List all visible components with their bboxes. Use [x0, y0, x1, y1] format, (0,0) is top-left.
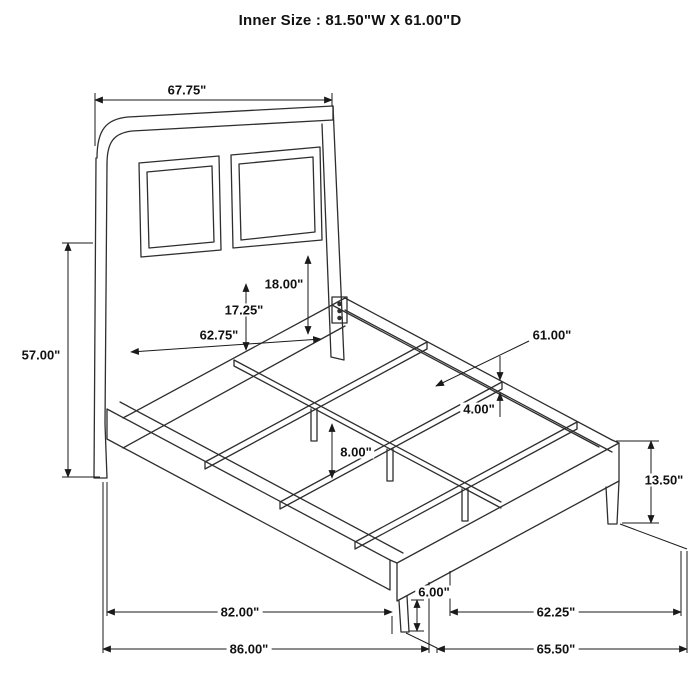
center-support-rail: [233, 359, 502, 509]
dimension-lines: [62, 93, 688, 653]
inner-size-title: Inner Size : 81.50"W X 61.00"D: [238, 12, 462, 29]
headboard: [93, 105, 345, 479]
headboard-right-stile: [321, 105, 345, 361]
headboard-right-panel-inner: [238, 156, 316, 241]
bracket-bolt: [337, 315, 342, 321]
dim-overall-width: 65.50": [533, 642, 579, 656]
extension-lines-top: [94, 93, 333, 146]
dim-footboard-height: 13.50": [641, 473, 687, 487]
dim-slat-leg-height: 8.00": [337, 445, 375, 459]
headboard-right-panel: [230, 146, 323, 249]
support-leg-3: [461, 488, 469, 522]
dim-inner-length: 82.00": [217, 605, 263, 619]
footboard-far-leg: [605, 480, 620, 525]
support-leg-1: [310, 408, 318, 442]
extension-lines-bottom-right: [680, 551, 688, 653]
near-rail-inner-edge: [119, 401, 404, 554]
head-end-rail: [122, 297, 346, 449]
dim-lower-panel-height: 17.25": [221, 303, 267, 317]
dim-footboard-leg-height: 6.00": [415, 585, 453, 599]
footboard-top-caps: [389, 439, 620, 564]
footboard-near-leg: [398, 595, 410, 633]
dim-overall-length: 86.00": [226, 642, 272, 656]
headboard-top-roll-inner: [106, 119, 334, 165]
slat-3: [354, 421, 578, 550]
headboard-top-roll: [96, 105, 334, 159]
dim-inner-depth: 61.00": [529, 328, 575, 342]
near-side-rail: [106, 408, 391, 591]
dim-headboard-width: 67.75": [164, 83, 210, 97]
dim-headboard-inner-width: 62.75": [196, 328, 242, 342]
far-side-rail: [331, 297, 613, 453]
slat-system: [204, 341, 578, 550]
extension-lines-bottom-left: [102, 482, 108, 653]
slat-1: [204, 341, 428, 470]
support-leg-2: [386, 448, 394, 482]
dim-upper-panel-height: 18.00": [261, 277, 307, 291]
footboard: [389, 439, 620, 633]
dim-rail-width: 4.00": [460, 402, 498, 416]
headboard-left-stile: [93, 157, 108, 479]
headboard-left-panel-inner: [146, 165, 215, 249]
projection-line-near-corner: [405, 632, 438, 653]
rail-bracket: [331, 296, 348, 324]
bracket-bolt: [337, 301, 342, 307]
dim-line-headboard-inner-width: [130, 336, 322, 355]
dim-footboard-floor-width: 62.25": [533, 605, 579, 619]
projection-line-far-corner: [619, 523, 688, 550]
headboard-left-panel: [138, 155, 222, 258]
bracket-bolt: [337, 308, 342, 314]
dim-headboard-height: 57.00": [18, 348, 64, 362]
leader-line-inner-depth: [435, 340, 530, 387]
